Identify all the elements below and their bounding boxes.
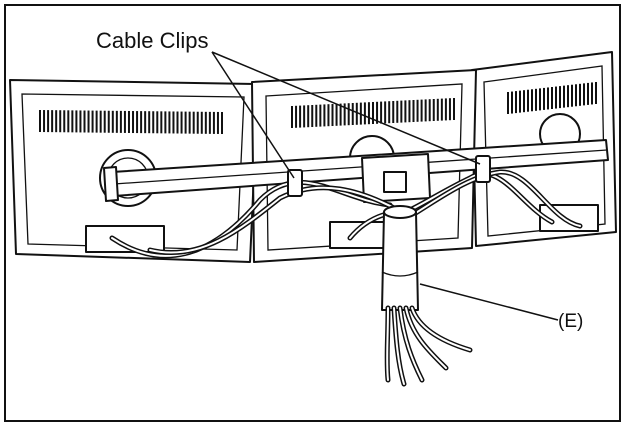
exit-cables [384, 305, 473, 387]
cable-clip-left [287, 169, 303, 197]
cable-cover-e [381, 205, 419, 311]
cable-cover-label: (E) [558, 311, 584, 332]
arm-bar [103, 139, 609, 203]
leader-line-clip-right [211, 51, 481, 165]
left-monitor-vents [39, 110, 223, 134]
leader-line-clip-left [211, 51, 295, 179]
leader-line-e [419, 283, 559, 321]
cable-clips-label: Cable Clips [96, 28, 209, 53]
cable-clip-right [475, 155, 491, 183]
center-monitor-vents [291, 98, 455, 128]
right-monitor-vents [507, 82, 597, 114]
leader-lines [211, 51, 559, 321]
cables [109, 169, 583, 259]
